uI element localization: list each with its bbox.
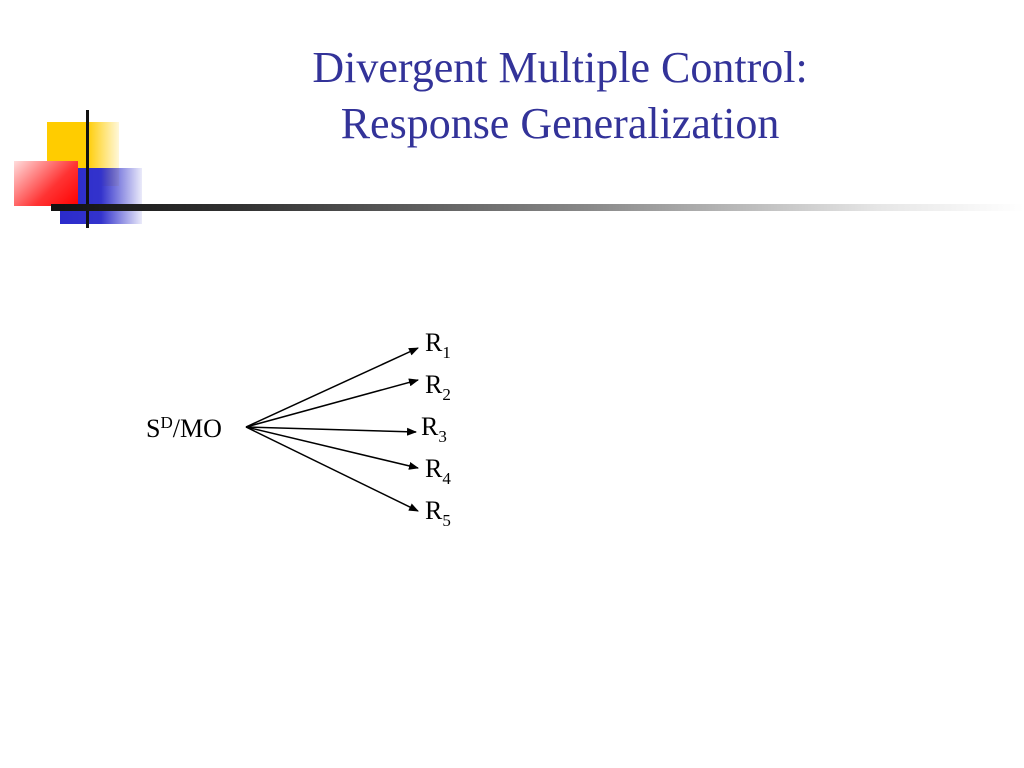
title-underline-rule	[51, 204, 1024, 211]
response-letter: R	[425, 454, 443, 483]
decorative-red-square	[14, 161, 78, 206]
diagram-arrow	[245, 378, 419, 428]
decorative-vertical-line	[86, 110, 89, 228]
slide-title-line-2: Response Generalization	[340, 99, 780, 148]
arrows-group	[245, 347, 419, 512]
response-subscript: 5	[442, 511, 451, 530]
response-label: R4	[425, 454, 451, 488]
response-letter: R	[425, 370, 443, 399]
response-label: R1	[425, 328, 451, 362]
diagram-arrow	[245, 426, 417, 436]
response-letter: R	[421, 412, 439, 441]
response-subscript: 4	[442, 469, 451, 488]
source-label: SD/MO	[146, 413, 222, 443]
response-subscript: 1	[442, 343, 451, 362]
diagram-arrow	[245, 426, 419, 512]
diagram-arrow	[245, 347, 419, 428]
response-label: R2	[425, 370, 451, 404]
response-letter: R	[425, 328, 443, 357]
response-subscript: 3	[438, 427, 447, 446]
source-superscript: D	[160, 413, 172, 432]
source-main: S	[146, 414, 160, 443]
diagram-arrow	[245, 426, 419, 470]
response-letter: R	[425, 496, 443, 525]
slide-title: Divergent Multiple Control: Response Gen…	[160, 40, 960, 152]
response-subscript: 2	[442, 385, 451, 404]
response-label: R3	[421, 412, 447, 446]
source-suffix: /MO	[173, 414, 222, 443]
slide-title-line-1: Divergent Multiple Control:	[312, 43, 808, 92]
response-label: R5	[425, 496, 451, 530]
